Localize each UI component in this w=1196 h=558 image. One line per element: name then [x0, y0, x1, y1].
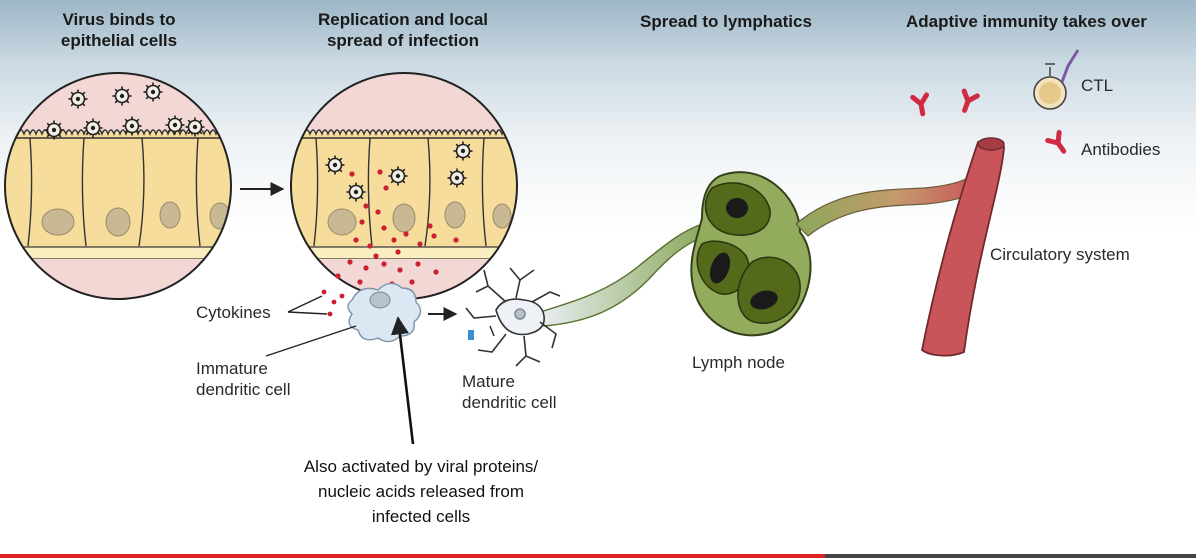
header-adaptive-immunity: Adaptive immunity takes over: [906, 12, 1147, 31]
lymph-node: [690, 171, 812, 337]
video-progress-fill: [0, 554, 826, 558]
cytokines: [321, 289, 345, 317]
antibody-legend-icon: [1048, 132, 1070, 155]
ctl-cell-icon: [1033, 49, 1080, 110]
header-spread-lymphatics: Spread to lymphatics: [640, 12, 812, 31]
label-circulatory: Circulatory system: [990, 245, 1130, 264]
epithelium-circle-replication: [290, 72, 518, 300]
activation-arrow: [390, 316, 415, 445]
mature-dendritic-cell: [465, 267, 561, 367]
virus-particles: [335, 169, 459, 287]
immature-dendritic-cell: [347, 282, 422, 343]
label-antibodies: Antibodies: [1081, 140, 1161, 159]
antibody-icon: [913, 95, 930, 115]
afferent-lymphatic: [539, 223, 707, 327]
label-cytokines: Cytokines: [196, 303, 271, 322]
blood-vessel: [921, 138, 1005, 357]
label-leaders: [265, 295, 357, 357]
label-lymph-node: Lymph node: [692, 353, 785, 372]
activation-note: Also activated by viral proteins/nucleic…: [303, 457, 539, 526]
mature-dc-pointer: [489, 325, 495, 337]
epithelium-circle-binding: [4, 72, 232, 300]
antibody-icon: [958, 91, 977, 113]
label-ctl: CTL: [1081, 76, 1114, 95]
video-progress-bar[interactable]: [0, 554, 1196, 558]
